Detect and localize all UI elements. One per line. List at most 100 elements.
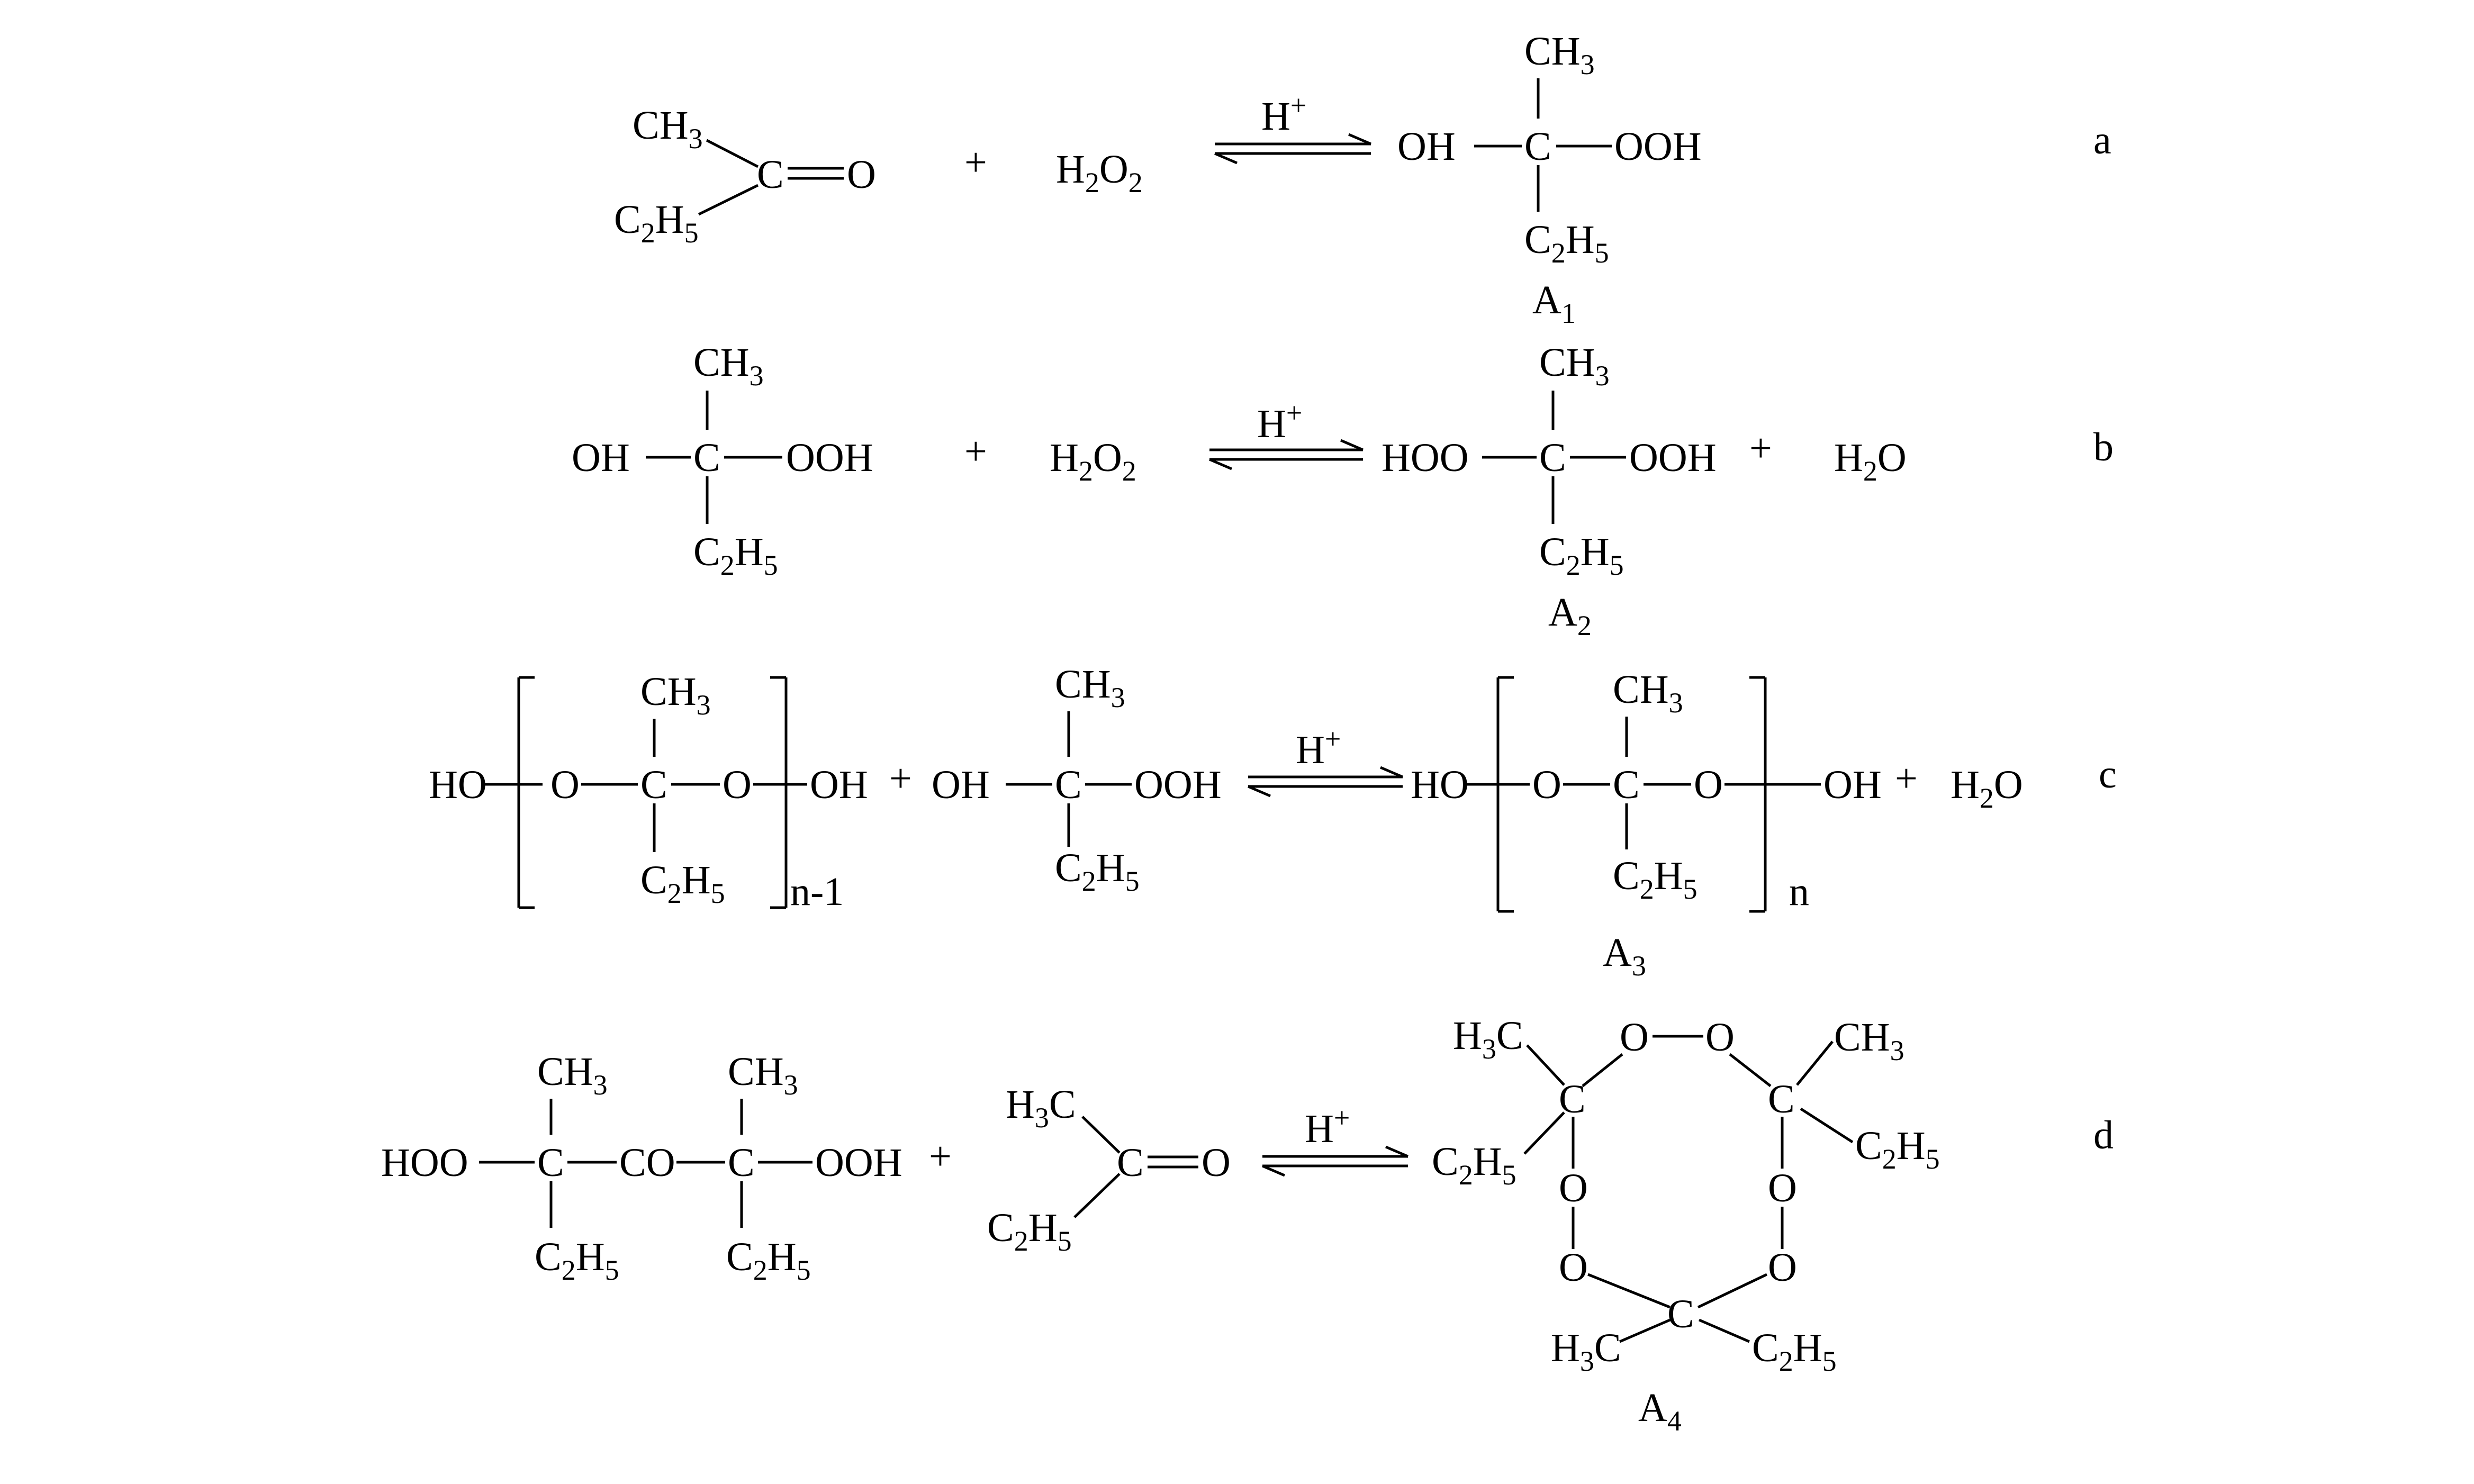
forward-arrowhead [1380,766,1403,779]
bond [1523,1111,1565,1155]
reaction-label-c: c [2099,752,2117,797]
carbonyl-carbon: C [1117,1141,1144,1185]
ethyl-group: C2H5 [726,1235,811,1286]
hydroperoxy-group-left: HOO [381,1141,468,1185]
peroxy-oxygen: O [723,763,752,807]
methyl-group: CH3 [1055,662,1125,713]
methyl-group: CH3 [693,340,764,392]
methyl-group: H3C [1453,1014,1523,1065]
methyl-group: CH3 [537,1049,608,1101]
forward-arrowhead [1348,133,1371,146]
hydroperoxy-group: OOH [1134,763,1222,807]
terminal-hydroxyl-left: HO [429,763,487,807]
bond [1073,1173,1121,1218]
peroxy-oxygen: O [550,763,580,807]
acid-catalyst-label: H+ [1305,1102,1350,1151]
terminal-hydroxyl-left: HO [1411,763,1469,807]
hydroperoxy-group: OOH [1614,124,1702,169]
bond [1699,1318,1750,1343]
butanone-reactant-a: CH3 C2H5 C O [614,103,876,249]
central-carbon: C [640,763,667,807]
ethyl-group: C2H5 [614,197,699,249]
ring-oxygen: O [1768,1245,1797,1290]
central-carbon: C [1613,763,1640,807]
plus-sign: + [964,429,987,474]
oligomer-reactant: HO O C CH3 C2H5 O OH n-1 [429,669,868,914]
dimer-hydroperoxide-reactant: HOO C CH3 C2H5 CO C CH3 C2H5 OOH [381,1049,902,1286]
carbonyl-oxygen: O [847,152,876,197]
ethyl-group: C2H5 [1752,1326,1837,1377]
ring-oxygen: O [1620,1015,1649,1060]
reaction-a: CH3 C2H5 C O + H2O2 H+ CH3 C OH OOH C2H5 [614,29,2111,329]
hydroperoxy-group-left: HOO [1382,436,1469,480]
acid-catalyst-label: H+ [1261,89,1306,139]
equilibrium-arrow: H+ [1209,397,1364,470]
central-carbon: C [693,436,720,480]
peroxy-oxygen: O [1694,763,1723,807]
carbonyl-oxygen: O [1202,1141,1231,1185]
reverse-arrowhead [1262,1164,1285,1177]
reaction-c: HO O C CH3 C2H5 O OH n-1 + OH C CH3 [429,662,2117,982]
peroxy-oxygen: O [1532,763,1561,807]
plus-sign: + [1749,426,1772,470]
equilibrium-arrow: H+ [1214,89,1371,165]
ring-oxygen: O [1705,1015,1735,1060]
forward-arrowhead [1385,1145,1408,1158]
reaction-label-b: b [2093,425,2114,469]
hydroperoxy-group: OOH [786,436,873,480]
hydroperoxide-reactant-c: OH C CH3 C2H5 OOH [932,662,1222,897]
ethyl-group: C2H5 [1055,846,1140,897]
methyl-group: CH3 [633,103,703,155]
product-a2: CH3 C HOO OOH C2H5 A2 [1382,340,1717,641]
product-a1: CH3 C OH OOH C2H5 A1 [1397,29,1702,329]
acid-catalyst-label: H+ [1296,723,1341,772]
ethyl-group: C2H5 [693,530,778,581]
acid-catalyst-label: H+ [1257,397,1302,446]
methyl-group: CH3 [1613,667,1683,719]
ether-group: CO [619,1141,675,1185]
central-carbon: C [1524,124,1551,169]
hydroxyl-group: OH [572,436,630,480]
methyl-group: CH3 [640,669,711,721]
repeat-count: n [1789,870,1809,914]
forward-arrowhead [1340,439,1364,451]
ethyl-group: C2H5 [640,858,725,909]
water: H2O [1834,436,1907,487]
reaction-d: HOO C CH3 C2H5 CO C CH3 C2H5 OOH + H3C C… [381,1014,2114,1437]
hydroperoxy-group-right: OOH [1629,436,1717,480]
ring-oxygen: O [1768,1166,1797,1210]
terminal-hydroxyl-right: OH [1823,763,1882,807]
plus-sign: + [1895,756,1918,801]
carbon-bottom: C [1667,1292,1694,1336]
cyclic-trimer-peroxide-a4: C C C O O O O O O H3C C2H5 CH3 C2H5 H3C … [1432,1014,1940,1437]
equilibrium-arrow: H+ [1262,1102,1408,1177]
product-label-a1: A1 [1532,278,1576,329]
bond [1081,1116,1121,1154]
bond [706,139,759,168]
methyl-group: H3C [1551,1326,1621,1377]
methyl-group: CH3 [1834,1015,1904,1066]
plus-sign: + [929,1134,952,1179]
ethyl-group: C2H5 [1855,1124,1940,1175]
bond [1796,1040,1834,1086]
repeat-count: n-1 [790,870,844,914]
reaction-b: CH3 C OH OOH C2H5 + H2O2 H+ CH3 C HOO OO… [572,340,2114,641]
plus-sign: + [964,140,987,185]
reverse-arrowhead [1209,458,1232,470]
plus-sign: + [889,756,912,801]
bond [1729,1053,1772,1087]
ethyl-group: C2H5 [1524,218,1609,269]
butanone-reactant-d: H3C C2H5 C O [987,1082,1231,1257]
ring-oxygen: O [1559,1245,1588,1290]
methyl-group: CH3 [1524,29,1595,80]
central-carbon: C [1539,436,1566,480]
methyl-group: CH3 [728,1049,798,1101]
product-a3: HO O C CH3 C2H5 O OH n A3 [1411,667,1882,982]
methyl-group: H3C [1006,1082,1076,1134]
water: H2O [1951,763,2023,814]
ethyl-group: C2H5 [987,1206,1072,1257]
ring-oxygen: O [1559,1166,1588,1210]
bond [1800,1107,1854,1144]
reaction-label-d: d [2093,1113,2114,1157]
